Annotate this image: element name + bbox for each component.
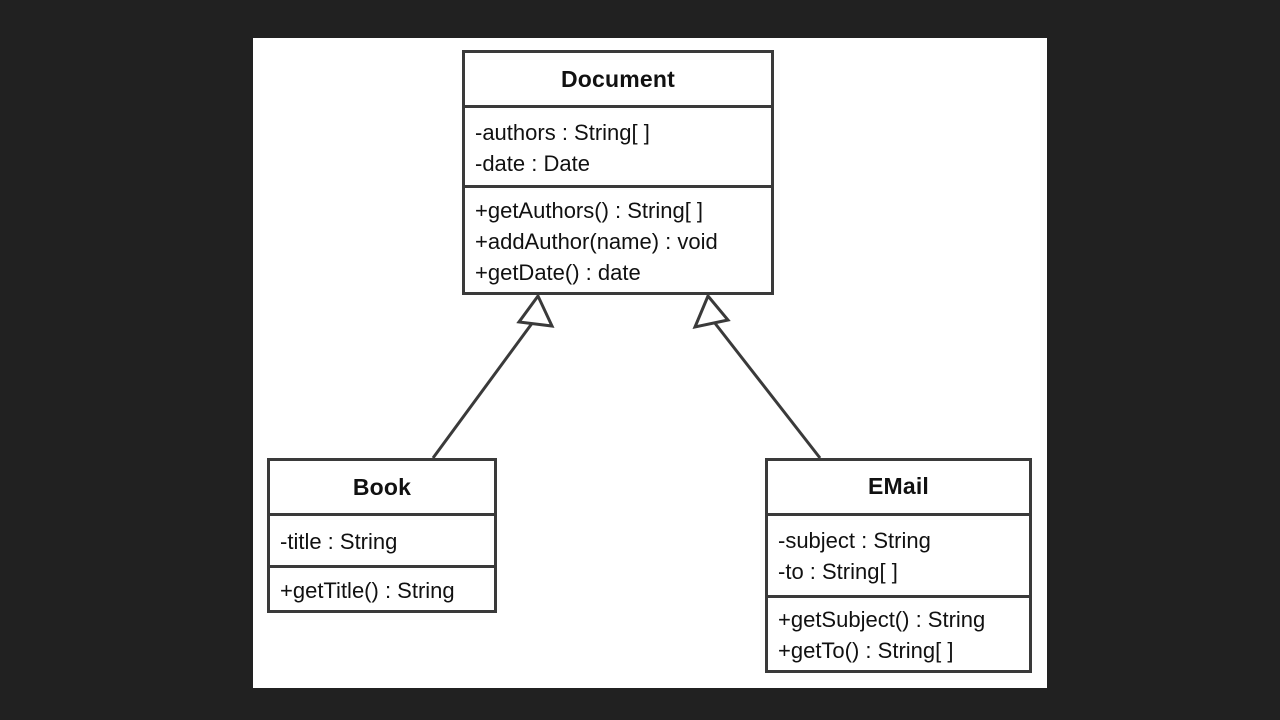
attribute-row: -authors : String[ ] (475, 119, 650, 145)
operation-row: +getTitle() : String (280, 577, 455, 603)
attribute-row: -title : String (280, 529, 398, 554)
class-name-email: EMail (867, 473, 930, 500)
class-name-book: Book (352, 473, 412, 500)
class-box-book[interactable]: Book -title : String +getTitle() : Strin… (267, 458, 497, 613)
attribute-row: -subject : String (778, 528, 931, 554)
hollow-triangle-arrowhead-email (692, 293, 731, 330)
generalization-line-email (712, 321, 822, 459)
generalization-line-book (431, 321, 535, 459)
attribute-row: -to : String[ ] (778, 559, 898, 585)
operation-row: +getAuthors() : String[ ] (475, 197, 704, 223)
class-box-email[interactable]: EMail -subject : String -to : String[ ] … (765, 458, 1032, 673)
operations-compartment-email: +getSubject() : String +getTo() : String… (768, 595, 1029, 670)
attributes-compartment-email: -subject : String -to : String[ ] (768, 512, 1029, 595)
operation-row: +addAuthor(name) : void (475, 228, 718, 254)
generalization-email-to-document (692, 293, 822, 459)
attributes-compartment-book: -title : String (270, 513, 494, 565)
operation-row: +getTo() : String[ ] (778, 638, 954, 663)
hollow-triangle-arrowhead-book (516, 293, 555, 328)
class-name-document: Document (560, 65, 676, 92)
operation-row: +getDate() : date (475, 259, 641, 285)
class-box-document[interactable]: Document -authors : String[ ] -date : Da… (462, 50, 774, 295)
generalization-book-to-document (431, 293, 555, 459)
attributes-compartment-document: -authors : String[ ] -date : Date (465, 105, 771, 185)
attribute-row: -date : Date (475, 150, 590, 176)
operations-compartment-book: +getTitle() : String (270, 565, 494, 610)
operations-compartment-document: +getAuthors() : String[ ] +addAuthor(nam… (465, 185, 771, 292)
operation-row: +getSubject() : String (778, 607, 986, 632)
